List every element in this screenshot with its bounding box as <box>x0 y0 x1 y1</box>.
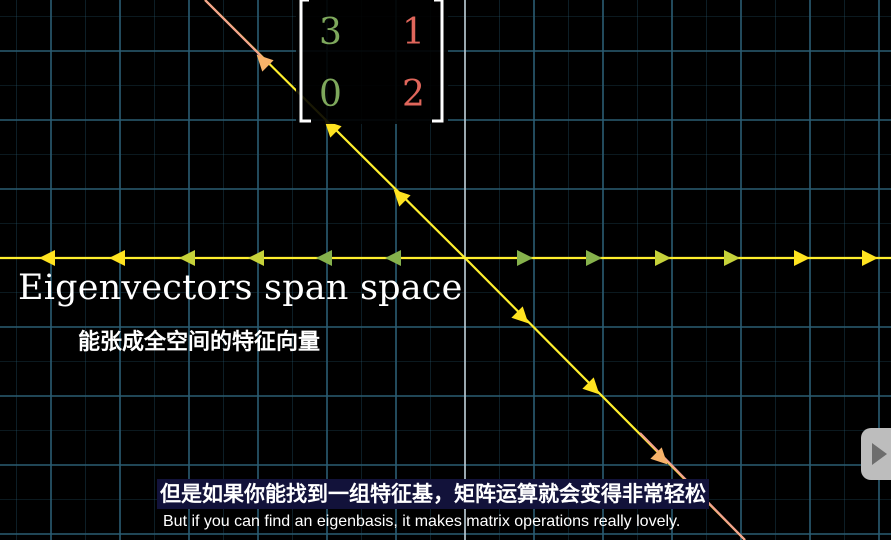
arrow-right-shape <box>586 250 602 266</box>
subtitle-english: But if you can find an eigenbasis, it ma… <box>163 513 681 530</box>
arrow-right-shape <box>794 250 810 266</box>
arrow-right <box>517 250 533 266</box>
arrow-left <box>179 250 195 266</box>
arrow-left-shape <box>385 250 401 266</box>
arrow-left <box>248 250 264 266</box>
arrow-left-shape <box>248 250 264 266</box>
play-icon <box>872 443 887 465</box>
arrow-diag-upper <box>256 54 274 72</box>
arrow-right <box>724 250 740 266</box>
matrix-entry-a22: 2 <box>402 74 425 115</box>
scene-title-translation: 能张成全空间的特征向量 <box>78 330 321 355</box>
arrow-right-shape <box>724 250 740 266</box>
side-play-button[interactable] <box>861 428 891 480</box>
arrow-right <box>586 250 602 266</box>
diagonal-eigenline-tail-upper <box>204 0 266 61</box>
scene-title: Eigenvectors span space <box>18 268 463 308</box>
arrow-diag-upper-shape <box>393 189 411 207</box>
arrow-left-shape <box>39 250 55 266</box>
arrow-left-shape <box>109 250 125 266</box>
matrix-right-bracket <box>432 0 444 123</box>
arrow-diag-upper-shape <box>256 54 274 72</box>
arrow-diag-upper <box>393 189 411 207</box>
arrow-diag-upper-shape <box>324 120 342 138</box>
matrix-entry-a11: 3 <box>319 12 342 53</box>
arrow-right-shape <box>862 250 878 266</box>
arrow-right <box>655 250 671 266</box>
arrow-left-shape <box>179 250 195 266</box>
arrow-right <box>794 250 810 266</box>
arrow-left-shape <box>316 250 332 266</box>
matrix-display: 3 1 0 2 <box>296 0 448 124</box>
arrow-left <box>39 250 55 266</box>
matrix-backdrop <box>296 0 448 124</box>
arrow-right <box>862 250 878 266</box>
arrow-diag-upper <box>324 120 342 138</box>
arrow-left <box>385 250 401 266</box>
matrix-entry-a21: 0 <box>319 74 342 115</box>
subtitle-chinese: 但是如果你能找到一组特征基，矩阵运算就会变得非常轻松 <box>157 479 709 509</box>
matrix-left-bracket <box>299 0 311 123</box>
matrix-entry-a12: 1 <box>402 12 425 53</box>
arrow-left <box>109 250 125 266</box>
arrow-left <box>316 250 332 266</box>
arrow-right-shape <box>517 250 533 266</box>
arrow-right-shape <box>655 250 671 266</box>
